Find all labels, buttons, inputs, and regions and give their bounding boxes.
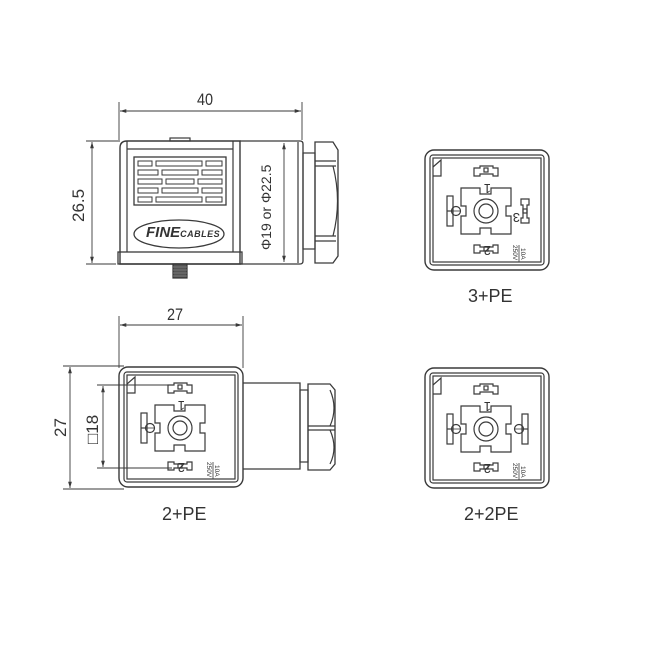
caption-22pe: 2+2PE [464,504,519,524]
logo-fine: FINE [146,224,181,241]
dim-cable-diameter: Φ19 or Φ22.5 [258,164,274,250]
caption-3pe: 3+PE [468,286,513,306]
brand-logo: FINECABLES [146,224,220,241]
logo-cables: CABLES [180,229,221,239]
dim-width-27: 27 [167,305,184,324]
dim-height-26-5: 26.5 [69,188,88,222]
side-view [86,102,339,279]
front-view-22pe [424,367,550,489]
svg-text:3: 3 [513,210,520,225]
front-view-2pe [63,316,336,490]
front-view-3pe: 3 [424,149,550,271]
dim-width-40: 40 [197,90,214,109]
dim-pin-spacing-18: □18 [83,414,102,444]
caption-2pe: 2+PE [162,504,207,524]
dim-height-27: 27 [51,418,70,437]
